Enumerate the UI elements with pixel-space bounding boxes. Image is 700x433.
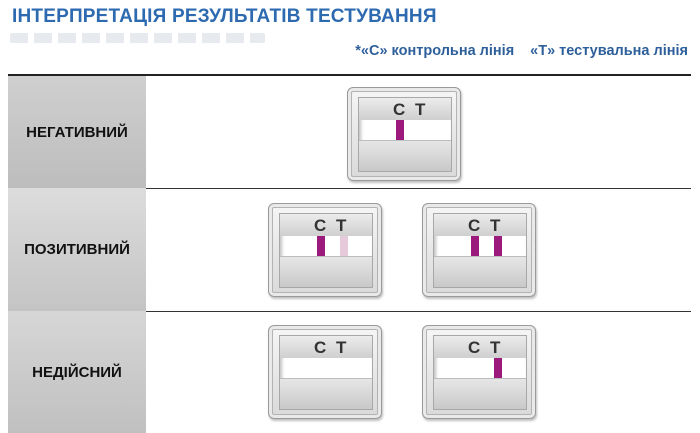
row-divider bbox=[146, 311, 691, 312]
t-letter: T bbox=[336, 338, 347, 357]
page-title: ІНТЕРПРЕТАЦІЯ РЕЗУЛЬТАТІВ ТЕСТУВАННЯ bbox=[12, 6, 437, 27]
t-letter: T bbox=[415, 100, 426, 119]
legend-control-line: *«С» контрольна лінія bbox=[355, 43, 515, 59]
c-letter: C bbox=[393, 100, 406, 119]
row-divider bbox=[146, 188, 691, 189]
row-label-negative: НЕГАТИВНИЙ bbox=[8, 76, 146, 188]
table-top-rule bbox=[8, 74, 691, 76]
c-letter: C bbox=[468, 216, 481, 235]
row-label-positive: ПОЗИТИВНИЙ bbox=[8, 188, 146, 311]
t-letter: T bbox=[336, 216, 347, 235]
test-line-faint bbox=[340, 236, 348, 256]
faded-subtitle-artifact bbox=[10, 33, 265, 43]
c-letter: C bbox=[468, 338, 481, 357]
row-label-invalid: НЕДІЙСНИЙ bbox=[8, 311, 146, 433]
t-letter: T bbox=[490, 338, 501, 357]
legend-test-line: «Т» тестувальна лінія bbox=[530, 43, 688, 59]
test-line bbox=[494, 358, 502, 378]
control-line bbox=[396, 120, 404, 140]
c-letter: C bbox=[314, 216, 327, 235]
t-letter: T bbox=[490, 216, 501, 235]
control-line bbox=[471, 236, 479, 256]
control-line bbox=[317, 236, 325, 256]
legend: *«С» контрольна лінія «Т» тестувальна лі… bbox=[355, 43, 688, 59]
test-line bbox=[494, 236, 502, 256]
c-letter: C bbox=[314, 338, 327, 357]
